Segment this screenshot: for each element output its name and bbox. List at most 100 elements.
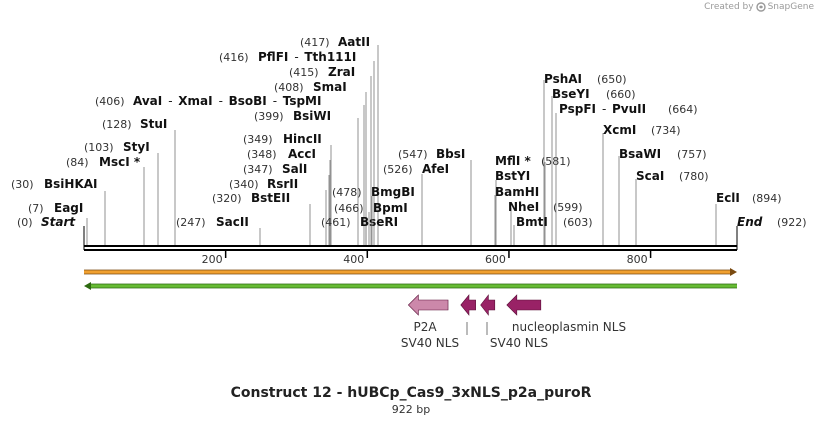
site-position: (416) [219,51,249,64]
end-position: (922) [777,216,807,229]
site-position: (340) [229,178,259,191]
credit-brand: SnapGene [767,2,814,12]
forward-strand-arrowhead [730,268,737,276]
site-name: NheI [508,200,539,214]
site-name: BstEII [251,191,290,205]
construct-length: 922 bp [391,403,431,416]
site-name: SmaI [313,80,347,94]
site-name: EclI [716,191,740,205]
site-name: BseYI [552,87,590,101]
site-name: AatII [338,35,370,49]
site-position: (320) [212,192,242,205]
site-name: PspFI [559,102,596,116]
site-position: (399) [254,110,284,123]
site-name: HincII [283,132,322,146]
site-position: (128) [102,118,132,131]
site-position: (664) [668,103,698,116]
site-position: (780) [679,170,709,183]
tick-label: 600 [485,253,506,266]
site-name: RsrII [267,177,298,191]
site-name-separator: - [219,94,223,108]
site-name: PvuII [612,102,646,116]
site-position: (478) [332,186,362,199]
site-name: MflI * [495,154,531,168]
site-position: (526) [383,163,413,176]
site-position: (894) [752,192,782,205]
site-name: BsiHKAI [44,177,98,191]
start-position: (0) [17,216,33,229]
site-name-separator: - [294,50,298,64]
site-position: (660) [606,88,636,101]
site-name: BseRI [360,215,398,229]
tick-label: 200 [202,253,223,266]
reverse-strand-arrowhead [84,282,91,290]
site-name: XcmI [603,123,636,137]
snapgene-logo-icon [755,2,766,12]
site-position: (757) [677,148,707,161]
start-label: Start [41,215,76,229]
site-position: (603) [563,216,593,229]
forward-strand-bar [84,270,731,274]
site-name: BmtI [516,215,548,229]
site-name: MscI * [99,155,141,169]
site-position: (417) [300,36,330,49]
end-label: End [737,215,763,229]
site-position: (466) [334,202,364,215]
site-name: PflFI [258,50,288,64]
site-position: (406) [95,95,125,108]
site-name: BsoBI [229,94,267,108]
site-position: (349) [243,133,273,146]
site-name: TspMI [283,94,322,108]
tick-label: 800 [627,253,648,266]
site-name: StuI [140,117,167,131]
feature-label: nucleoplasmin NLS [512,320,626,334]
site-position: (650) [597,73,627,86]
feature-arrow [460,294,476,316]
site-position: (348) [247,148,277,161]
site-position: (415) [289,66,319,79]
feature-arrow [480,294,496,316]
site-position: (599) [553,201,583,214]
site-name: BsaWI [619,147,661,161]
site-name: Tth111I [304,50,356,64]
feature-arrow [506,294,542,316]
site-position: (461) [321,216,351,229]
feature-label: SV40 NLS [401,336,459,350]
site-name: ScaI [636,169,664,183]
site-position: (547) [398,148,428,161]
site-name: BpmI [373,201,408,215]
site-name: EagI [54,201,83,215]
site-position: (347) [243,163,273,176]
site-position: (408) [274,81,304,94]
snapgene-credit: Created by SnapGene [704,2,814,12]
site-name: AvaI [133,94,162,108]
site-position: (30) [11,178,34,191]
site-name: SacII [216,215,249,229]
site-name: XmaI [178,94,212,108]
credit-prefix: Created by [704,2,754,12]
site-name: BsiWI [293,109,331,123]
feature-label: P2A [413,320,437,334]
site-name: BstYI [495,169,530,183]
site-name: AfeI [422,162,449,176]
site-position: (247) [176,216,206,229]
site-name: PshAI [544,72,582,86]
site-name: SalI [282,162,307,176]
construct-title: Construct 12 - hUBCp_Cas9_3xNLS_p2a_puro… [230,385,592,401]
site-name: BmgBI [371,185,415,199]
site-name: AccI [288,147,316,161]
site-name: BamHI [495,185,539,199]
feature-arrow [407,294,449,316]
site-position: (734) [651,124,681,137]
site-name-separator: - [602,102,606,116]
reverse-strand-bar [90,284,737,288]
site-name: ZraI [328,65,355,79]
site-name-separator: - [273,94,277,108]
feature-label: SV40 NLS [490,336,548,350]
site-position: (103) [84,141,114,154]
site-name: BbsI [436,147,465,161]
site-position: (84) [66,156,89,169]
site-position: (7) [28,202,44,215]
site-name-separator: - [168,94,172,108]
